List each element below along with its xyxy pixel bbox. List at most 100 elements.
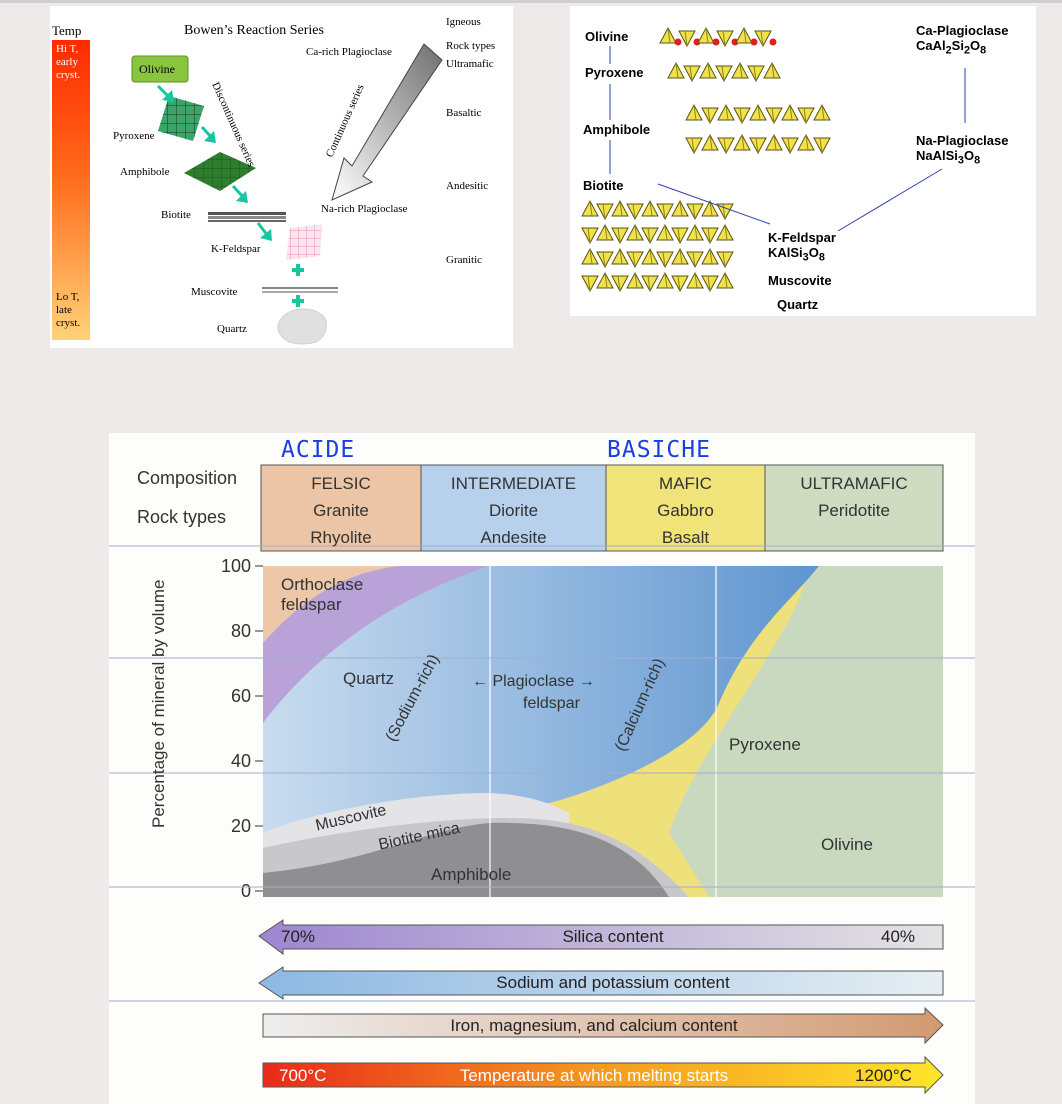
oxygen-atom <box>693 38 701 46</box>
biotite-tetrahedron <box>686 203 704 220</box>
mafic-column-cell <box>605 464 766 552</box>
mineral-pyroxene: Pyroxene <box>113 130 155 142</box>
mineral-olivine: Olivine <box>139 62 175 76</box>
mineral-biotite: Biotite <box>161 209 191 221</box>
silica-left-value: 70% <box>281 927 316 946</box>
biotite-tetrahedron <box>671 248 689 265</box>
biotite-tetrahedron <box>626 251 644 268</box>
biotite-tetrahedron <box>686 224 704 241</box>
pyroxene-label: Pyroxene <box>729 735 801 754</box>
continuous-series-arrow <box>331 43 443 201</box>
quartz-region <box>263 566 489 723</box>
biotite-tetrahedron <box>656 224 674 241</box>
biotite-tetrahedron <box>671 275 689 292</box>
handwritten-acid: ACIDE <box>281 437 356 463</box>
biotite-tetrahedron <box>581 275 599 292</box>
biotite-tetrahedron <box>581 227 599 244</box>
kfeldspar-grid-icon <box>286 224 322 260</box>
plagioclase-label-line2: feldspar <box>523 695 580 712</box>
silica-content-label: Silica content <box>562 927 664 946</box>
felsic-column-cell <box>260 464 422 552</box>
olivine-tetrahedron <box>678 30 696 47</box>
rock-type-granitic: Granitic <box>446 254 483 266</box>
amphibole-tetrahedron <box>765 134 783 151</box>
bowen-title: Bowen’s Reaction Series <box>184 23 324 38</box>
rock-type-andesitic: Andesitic <box>446 180 489 192</box>
biotite-tetrahedron <box>581 200 599 217</box>
amphibole-label: Amphibole <box>431 865 512 884</box>
silicate-structures-svg <box>581 27 966 292</box>
pyroxene-tetrahedron <box>747 65 765 82</box>
biotite-tetrahedron <box>701 275 719 292</box>
olivine-tetrahedron <box>659 27 677 44</box>
olivine-tetrahedron <box>716 30 734 47</box>
biotite-tetrahedron <box>701 227 719 244</box>
ca-plagioclase-label: Ca-Plagioclase CaAl2Si2O8 <box>916 23 1009 57</box>
amphibole-tetrahedron <box>749 137 767 154</box>
pyroxene-grid-icon <box>158 96 204 141</box>
pyroxene-tetrahedron <box>683 65 701 82</box>
temperature-arrow <box>262 1055 944 1095</box>
amphibole-tetrahedron <box>813 104 831 121</box>
y-axis-label: Percentage of mineral by volume <box>149 579 168 828</box>
continuous-series-label: Continuous series <box>324 83 367 160</box>
temperature-bar <box>52 40 90 340</box>
biotite-tetrahedron <box>626 272 644 289</box>
y-tick-40: 40 <box>231 751 251 771</box>
rock-types-row-label: Rock types <box>137 507 227 527</box>
sil-pyroxene-label: Pyroxene <box>585 65 644 80</box>
y-tick-20: 20 <box>231 816 251 836</box>
oxygen-atom <box>750 38 758 46</box>
sil-quartz-label: Quartz <box>777 297 819 312</box>
biotite-tetrahedron <box>656 272 674 289</box>
amphibole-tetrahedron <box>797 107 815 124</box>
iron-mg-ca-label: Iron, magnesium, and calcium content <box>450 1016 738 1035</box>
biotite-tetrahedron <box>716 272 734 289</box>
discontinuous-arrows <box>156 84 272 241</box>
biotite-tetrahedron <box>716 224 734 241</box>
biotite-tetrahedron <box>581 248 599 265</box>
oxygen-atom <box>731 38 739 46</box>
sil-amphibole-label: Amphibole <box>583 122 651 137</box>
olivine-tetrahedron <box>754 30 772 47</box>
biotite-tetrahedron <box>686 251 704 268</box>
mineral-kfeldspar: K-Feldspar <box>211 243 261 255</box>
biotite-tetrahedron <box>716 251 734 268</box>
amphibole-tetrahedron <box>749 104 767 121</box>
biotite-tetrahedron <box>641 227 659 244</box>
biotite-tetrahedron <box>641 248 659 265</box>
amphibole-tetrahedron <box>813 137 831 154</box>
oxygen-atom <box>712 38 720 46</box>
biotite-tetrahedron <box>596 224 614 241</box>
silicate-structures-panel: Olivine Pyroxene Amphibole Biotite Ca-Pl… <box>570 6 1036 316</box>
silica-right-value: 40% <box>881 927 916 946</box>
mineral-quartz: Quartz <box>217 323 247 335</box>
amphibole-tetrahedron <box>685 137 703 154</box>
bowen-diagram: Discontinuous series Continuous series <box>52 40 443 345</box>
amphibole-tetrahedron <box>717 137 735 154</box>
biotite-tetrahedron <box>641 275 659 292</box>
biotite-tetrahedron <box>671 200 689 217</box>
amphibole-tetrahedron <box>781 137 799 154</box>
ca-rich-plagioclase-label: Ca-rich Plagioclase <box>306 46 392 58</box>
oxygen-atom <box>769 38 777 46</box>
y-tick-100: 100 <box>221 556 251 576</box>
biotite-tetrahedron <box>596 203 614 220</box>
pyroxene-tetrahedron <box>699 62 717 79</box>
amphibole-tetrahedron <box>797 134 815 151</box>
olivine-box <box>131 55 189 83</box>
biotite-tetrahedron <box>656 203 674 220</box>
amphibole-tetrahedron <box>701 107 719 124</box>
tetrahedra-structures <box>581 27 831 292</box>
handwritten-basic: BASICHE <box>607 437 711 463</box>
temperature-left-value: 700°C <box>279 1066 327 1085</box>
intermediate-column-cell <box>420 464 607 552</box>
y-tick-0: 0 <box>241 881 251 901</box>
plus-signs <box>292 264 304 307</box>
bowen-panel: Discontinuous series Continuous series T… <box>50 6 513 348</box>
quartz-blob-icon <box>277 308 327 345</box>
y-tick-80: 80 <box>231 621 251 641</box>
